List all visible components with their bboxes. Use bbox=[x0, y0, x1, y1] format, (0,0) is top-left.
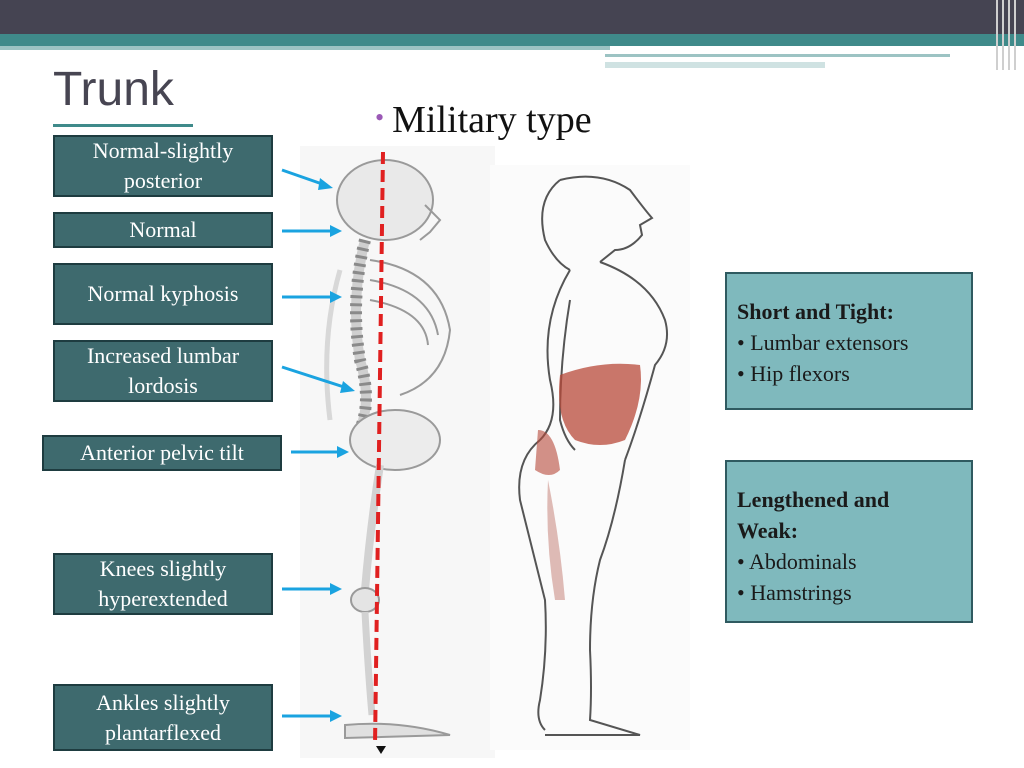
label-pelvis: Anterior pelvic tilt bbox=[42, 435, 282, 471]
short-tight-item: • Hip flexors bbox=[737, 361, 850, 386]
label-head-line1: Normal-slightly bbox=[92, 138, 234, 163]
label-ankles: Ankles slightly plantarflexed bbox=[53, 684, 273, 751]
pointer-arrows bbox=[281, 168, 355, 722]
lengthened-weak-heading-line1: Lengthened and bbox=[737, 487, 890, 512]
header-bar bbox=[0, 0, 1024, 34]
label-lumbar-line1: Increased lumbar bbox=[86, 343, 240, 368]
label-knees: Knees slightly hyperextended bbox=[53, 553, 273, 615]
title-underline bbox=[53, 124, 193, 127]
label-thoracic: Normal kyphosis bbox=[53, 263, 273, 325]
label-ankles-line2: plantarflexed bbox=[104, 719, 222, 745]
label-lumbar-line2: lordosis bbox=[128, 373, 198, 398]
lengthened-weak-heading-line2: Weak: bbox=[737, 518, 799, 543]
plumb-line bbox=[373, 151, 385, 746]
label-knees-line2: hyperextended bbox=[98, 586, 228, 611]
skeleton-figure bbox=[324, 159, 452, 740]
label-knees-line1: Knees slightly bbox=[99, 556, 227, 581]
label-head-line2: posterior bbox=[123, 168, 203, 193]
label-cervical: Normal bbox=[53, 212, 273, 248]
label-pelvis-text: Anterior pelvic tilt bbox=[80, 440, 244, 465]
lumbar-muscle bbox=[535, 430, 560, 475]
label-thoracic-text: Normal kyphosis bbox=[87, 281, 239, 306]
header-stripe bbox=[0, 34, 1024, 46]
header-accent-line-2 bbox=[605, 54, 950, 57]
header-accent-line-3 bbox=[605, 62, 825, 68]
hip-flexor-muscle bbox=[559, 363, 641, 445]
lengthened-weak-item: • Abdominals bbox=[737, 549, 857, 574]
short-tight-heading: Short and Tight: bbox=[737, 299, 894, 324]
label-lumbar: Increased lumbar lordosis bbox=[53, 340, 273, 402]
label-ankles-line1: Ankles slightly bbox=[96, 689, 230, 715]
label-head-position: Normal-slightly posterior bbox=[53, 135, 273, 197]
bullet-dot-icon: • bbox=[375, 103, 385, 132]
bullet-item: •Military type bbox=[375, 98, 592, 142]
header-accent-line bbox=[0, 46, 610, 50]
lengthened-weak-box: Lengthened and Weak: • Abdominals • Hams… bbox=[725, 460, 973, 623]
body-outline-figure bbox=[518, 175, 668, 736]
header-vertical-lines bbox=[992, 0, 1024, 70]
hamstring-muscle bbox=[547, 480, 565, 600]
slide-title: Trunk bbox=[53, 63, 174, 116]
short-tight-item: • Lumbar extensors bbox=[737, 330, 909, 355]
bullet-text: Military type bbox=[392, 99, 592, 141]
lengthened-weak-item: • Hamstrings bbox=[737, 580, 852, 605]
short-tight-box: Short and Tight: • Lumbar extensors • Hi… bbox=[725, 272, 973, 410]
plumb-bob-icon bbox=[376, 746, 386, 754]
label-cervical-text: Normal bbox=[129, 217, 197, 242]
